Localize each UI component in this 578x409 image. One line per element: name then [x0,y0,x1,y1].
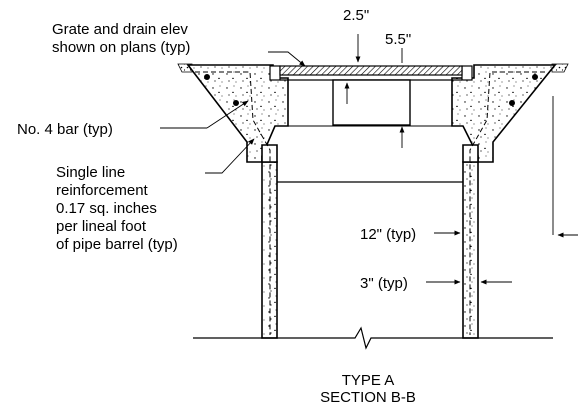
dim-12-label: 12" (typ) [360,226,416,243]
bottom-line [193,326,553,350]
bar-label: No. 4 bar (typ) [17,121,113,138]
grate-leader [268,51,306,67]
bar-dot-left-2 [233,100,239,106]
bar-leader-2 [206,100,249,129]
reinf-label-line2: reinforcement [56,182,149,199]
reinf-label-line3: 0.17 sq. inches [56,200,157,217]
grate-label-line2: shown on plans (typ) [52,39,190,56]
reinf-label-line1: Single line [56,164,125,181]
reinf-label-line5: of pipe barrel (typ) [56,236,178,253]
reinf-label-line4: per lineal foot [56,218,147,235]
grate-label-line1: Grate and drain elev [52,21,188,38]
title-line2: SECTION B-B [320,389,416,406]
bar-dot-left-1 [204,74,210,80]
frame-left [269,65,281,81]
right-rebar [469,71,545,335]
dim-3-label: 3" (typ) [360,275,408,292]
left-rebar [195,71,271,335]
dim-5-5-label: 5.5" [385,31,411,48]
frame-right [461,65,473,81]
grate [279,65,463,76]
bar-dot-right-1 [532,74,538,80]
reinf-leader [205,138,255,174]
drain-box [332,79,411,126]
dim-2-5-label: 2.5" [343,7,369,24]
bar-dot-right-2 [509,100,515,106]
left-joint [261,144,278,163]
title-line1: TYPE A [342,372,395,389]
